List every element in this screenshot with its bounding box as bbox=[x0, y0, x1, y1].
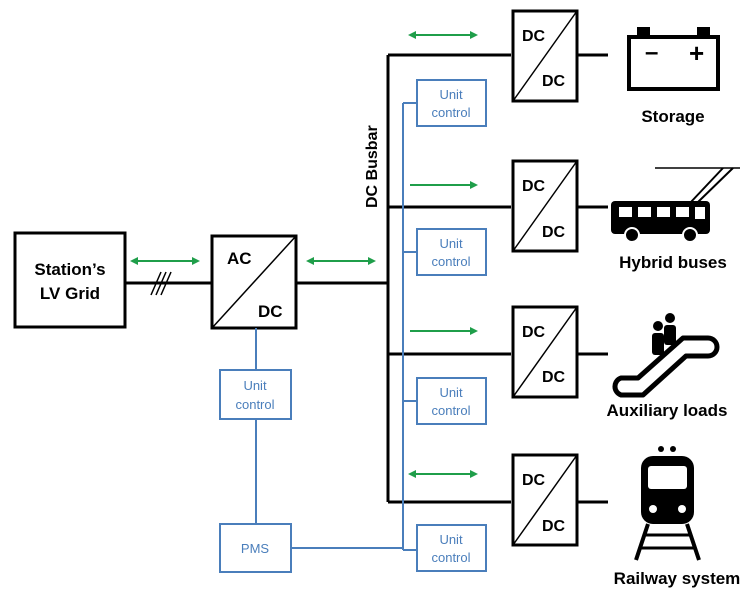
unit-control-line2: control bbox=[431, 254, 470, 269]
trolleybus-icon bbox=[611, 167, 740, 243]
auxiliary-loads-label: Auxiliary loads bbox=[607, 401, 728, 420]
acdc-ac-label: AC bbox=[227, 249, 252, 268]
unit-control-bus: Unit control bbox=[416, 228, 487, 276]
hybrid-buses-label: Hybrid buses bbox=[619, 253, 727, 272]
dcdc-top-label: DC bbox=[522, 178, 546, 195]
control-lines bbox=[255, 102, 417, 551]
railway-system-label: Railway system bbox=[614, 569, 741, 588]
dcdc-converter-bus: DC DC bbox=[511, 159, 579, 253]
unit-control-line1: Unit bbox=[439, 236, 463, 251]
dcdc-converter-aux: DC DC bbox=[511, 305, 579, 399]
dcdc-converter-storage: DC DC bbox=[511, 9, 579, 103]
dcdc-converter-rail: DC DC bbox=[511, 453, 579, 547]
unit-control-line1: Unit bbox=[439, 385, 463, 400]
three-phase-marks bbox=[150, 271, 172, 296]
pms-box: PMS bbox=[219, 523, 292, 573]
unit-control-line2: control bbox=[431, 105, 470, 120]
load-lines bbox=[577, 53, 608, 504]
dcdc-top-label: DC bbox=[522, 472, 546, 489]
unit-control-acdc: Unit control bbox=[219, 369, 292, 420]
storage-label: Storage bbox=[641, 107, 704, 126]
unit-control-line2: control bbox=[431, 550, 470, 565]
unit-control-aux: Unit control bbox=[416, 377, 487, 425]
grid-label-line1: Station’s bbox=[34, 260, 105, 279]
pms-label: PMS bbox=[241, 541, 270, 556]
branch-lines bbox=[388, 53, 511, 504]
unit-control-line2: control bbox=[235, 397, 274, 412]
dcdc-top-label: DC bbox=[522, 324, 546, 341]
escalator-icon bbox=[612, 313, 720, 398]
battery-minus: – bbox=[645, 39, 658, 66]
dcdc-top-label: DC bbox=[522, 28, 546, 45]
unit-control-storage: Unit control bbox=[416, 79, 487, 127]
unit-control-rail: Unit control bbox=[416, 524, 487, 572]
unit-control-line1: Unit bbox=[439, 87, 463, 102]
battery-plus: + bbox=[689, 38, 704, 68]
dcdc-bottom-label: DC bbox=[542, 369, 566, 386]
dcdc-bottom-label: DC bbox=[542, 224, 566, 241]
busbar-label: DC Busbar bbox=[364, 125, 381, 208]
grid-label-line2: LV Grid bbox=[40, 284, 100, 303]
battery-icon: – + bbox=[627, 27, 720, 91]
unit-control-line1: Unit bbox=[439, 532, 463, 547]
unit-control-line2: control bbox=[431, 403, 470, 418]
unit-control-line1: Unit bbox=[243, 378, 267, 393]
train-icon bbox=[634, 446, 701, 561]
dcdc-bottom-label: DC bbox=[542, 518, 566, 535]
acdc-dc-label: DC bbox=[258, 302, 283, 321]
lv-grid-block: Station’s LV Grid bbox=[13, 231, 127, 329]
acdc-converter: AC DC bbox=[210, 234, 298, 330]
dcdc-bottom-label: DC bbox=[542, 73, 566, 90]
